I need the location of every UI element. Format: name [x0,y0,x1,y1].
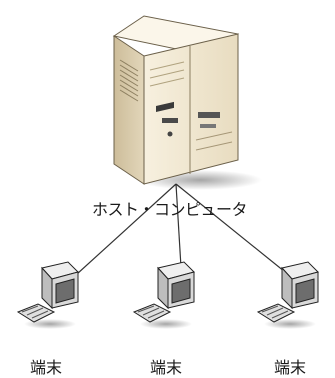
terminal-label-2: 端末 [150,358,183,377]
terminal-computer-icon-3 [256,261,319,329]
server-tower-icon [112,15,262,190]
host-computer-label: ホスト・コンピュータ [92,200,248,219]
terminal-computer-icon-1 [16,261,79,329]
terminal-computer-icon-2 [132,261,195,329]
terminal-label-1: 端末 [30,358,63,377]
connection-line-1 [65,183,177,285]
connection-line-3 [175,183,301,285]
terminal-label-3: 端末 [274,358,307,377]
